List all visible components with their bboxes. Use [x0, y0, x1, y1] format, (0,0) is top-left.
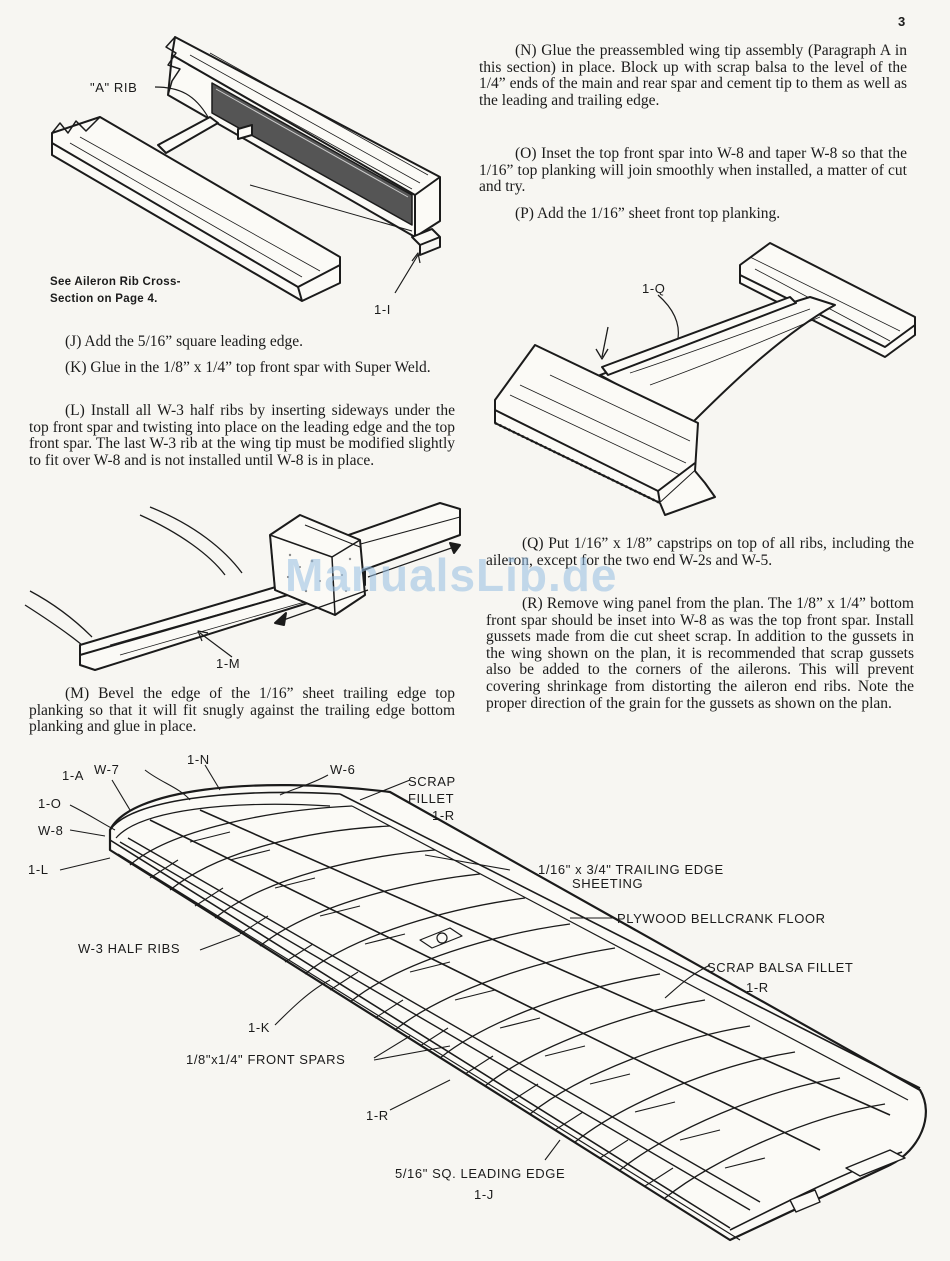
label-1-r-mid: 1-R — [746, 980, 769, 995]
paragraph-o: (O) Inset the top front spar into W-8 an… — [479, 145, 907, 196]
aileron-rib-caption-line2: Section on Page 4. — [50, 293, 158, 305]
label-1-n: 1-N — [187, 752, 210, 767]
label-trailing-edge-sheeting-2: SHEETING — [572, 876, 644, 891]
paragraph-j: (J) Add the 5/16” square leading edge. — [65, 333, 304, 350]
paragraph-k: (K) Glue in the 1/8” x 1/4” top front sp… — [65, 359, 431, 376]
aileron-rib-caption-line1: See Aileron Rib Cross- — [50, 276, 181, 288]
label-w-6: W-6 — [330, 762, 356, 777]
label-scrap: SCRAP — [408, 774, 456, 789]
figure-trailing-edge-illustration — [24, 502, 461, 671]
label-1-k: 1-K — [248, 1020, 271, 1035]
fig3-tag: 1-M — [216, 656, 241, 671]
fig2-tag: 1-Q — [642, 281, 666, 296]
fig1-tag: 1-I — [374, 302, 391, 317]
figure-wing-panel-illustration — [59, 764, 927, 1242]
label-trailing-edge-sheeting-1: 1/16" x 3/4" TRAILING EDGE — [538, 862, 724, 877]
label-1-j: 1-J — [474, 1187, 494, 1202]
paragraph-r: (R) Remove wing panel from the plan. The… — [486, 595, 914, 712]
label-1-r-top: 1-R — [432, 808, 455, 823]
label-1-l: 1-L — [28, 862, 49, 877]
page-number: 3 — [898, 14, 906, 29]
label-w-8: W-8 — [38, 823, 64, 838]
label-plywood-bellcrank-floor: PLYWOOD BELLCRANK FLOOR — [617, 911, 826, 926]
a-rib-label: "A" RIB — [90, 80, 138, 95]
label-1-r-low: 1-R — [366, 1108, 389, 1123]
label-w-7: W-7 — [94, 762, 120, 777]
paragraph-l: (L) Install all W-3 half ribs by inserti… — [29, 402, 455, 469]
paragraph-q: (Q) Put 1/16” x 1/8” capstrips on top of… — [486, 535, 914, 569]
label-scrap-balsa-fillet: SCRAP BALSA FILLET — [707, 960, 854, 975]
label-leading-edge: 5/16" SQ. LEADING EDGE — [395, 1166, 566, 1181]
label-1-o: 1-O — [38, 796, 62, 811]
paragraph-n: (N) Glue the preassembled wing tip assem… — [479, 42, 907, 109]
figure-a-rib-illustration — [51, 36, 441, 302]
label-fillet: FILLET — [408, 791, 455, 806]
paragraph-m: (M) Bevel the edge of the 1/16” sheet tr… — [29, 685, 455, 736]
label-w-3-half-ribs: W-3 HALF RIBS — [78, 941, 181, 956]
label-front-spars: 1/8"x1/4" FRONT SPARS — [186, 1052, 346, 1067]
figure-top-planking-illustration — [494, 242, 916, 516]
paragraph-p: (P) Add the 1/16” sheet front top planki… — [515, 205, 781, 222]
label-1-a: 1-A — [62, 768, 85, 783]
